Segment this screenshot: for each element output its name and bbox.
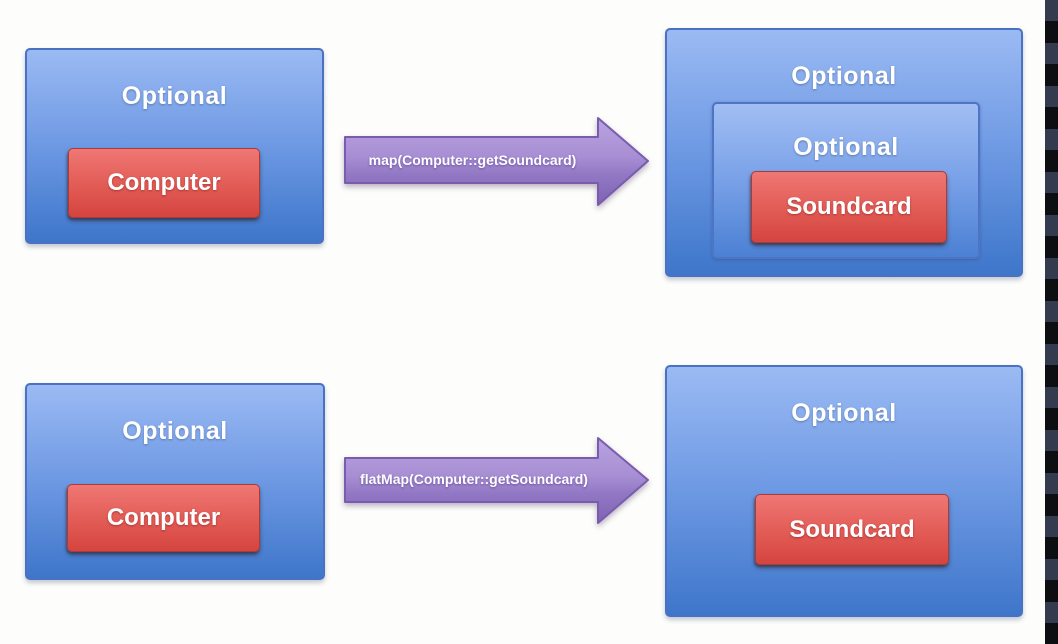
optional-label: Optional: [791, 399, 897, 427]
soundcard-chip-label: Soundcard: [786, 193, 912, 220]
flatmap-source-optional-box: Optional Computer: [25, 383, 325, 580]
optional-label: Optional: [121, 82, 228, 110]
map-source-optional-box: Optional Computer: [25, 48, 324, 244]
flatmap-result-optional-box: Optional Soundcard: [665, 365, 1023, 617]
flatmap-arrow-label: flatMap(Computer::getSoundcard): [360, 471, 588, 487]
soundcard-chip: Soundcard: [751, 171, 947, 243]
map-arrow-label: map(Computer::getSoundcard): [368, 152, 577, 168]
flatmap-arrow: [344, 437, 649, 524]
film-strip-edge: [1045, 0, 1058, 644]
computer-chip: Computer: [67, 484, 260, 552]
map-arrow-shape: [344, 117, 649, 206]
computer-chip: Computer: [68, 148, 260, 218]
map-result-nested-optional-box: Optional Soundcard: [712, 102, 980, 259]
map-arrow: [344, 117, 649, 206]
optional-label: Optional: [793, 133, 899, 161]
map-result-outer-optional-box: Optional Optional Soundcard: [665, 28, 1023, 277]
optional-label: Optional: [791, 62, 897, 90]
computer-chip-label: Computer: [106, 504, 221, 531]
flatmap-arrow-shape: [344, 437, 649, 524]
optional-label: Optional: [122, 417, 228, 445]
soundcard-chip-label: Soundcard: [789, 515, 915, 543]
soundcard-chip: Soundcard: [755, 494, 949, 565]
computer-chip-label: Computer: [107, 169, 221, 196]
